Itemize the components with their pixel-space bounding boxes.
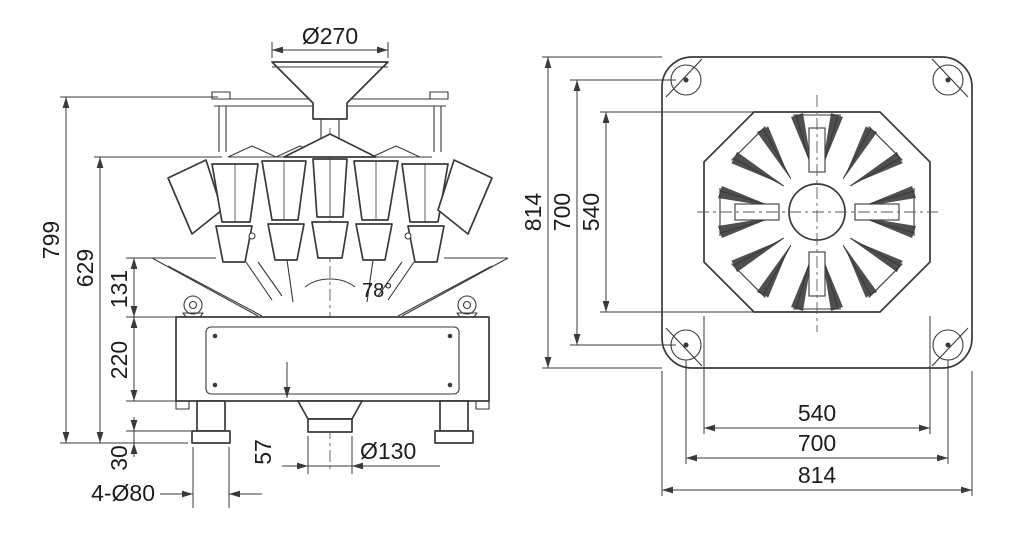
dim-base-height: 220: [106, 341, 132, 379]
dim-foot-height: 30: [106, 445, 132, 471]
dim-side-foot-span: 700: [549, 193, 575, 231]
corner-chamfers: [665, 58, 969, 367]
dim-chute-height: 131: [106, 270, 132, 308]
dim-bottom-foot-span: 700: [798, 430, 836, 456]
discharge-outlet: [297, 400, 363, 433]
dim-outlet-diameter: Ø130: [360, 438, 416, 464]
dim-frame-height: 629: [72, 249, 98, 287]
dim-side-overall: 814: [520, 193, 546, 232]
collecting-chute: [151, 257, 509, 317]
dim-chute-angle: 78°: [362, 280, 392, 302]
dim-bottom-overall: 814: [798, 462, 837, 488]
weigher-head: [167, 133, 493, 303]
base-cabinet: [175, 316, 490, 410]
base-plate-outline: [661, 56, 973, 369]
front-view: [151, 61, 509, 470]
dim-overall-height: 799: [38, 221, 64, 259]
dim-side-frame-span: 540: [578, 193, 604, 231]
top-view-dimensions: 814 700 540 540 700 814: [520, 56, 973, 496]
dim-bottom-frame-span: 540: [798, 400, 836, 426]
dim-inlet-diameter: Ø270: [302, 23, 358, 49]
dim-foot-spec: 4-Ø80: [91, 480, 155, 506]
head-frame-outline: [703, 111, 931, 313]
top-view: [661, 56, 973, 369]
chute-angle-arc: [304, 278, 356, 288]
dim-outlet-offset: 57: [250, 439, 276, 465]
front-view-dimensions: Ø270 799 629 131 220 30 4-Ø80 57 Ø130 78…: [38, 23, 440, 508]
machine-feet: [191, 400, 474, 444]
